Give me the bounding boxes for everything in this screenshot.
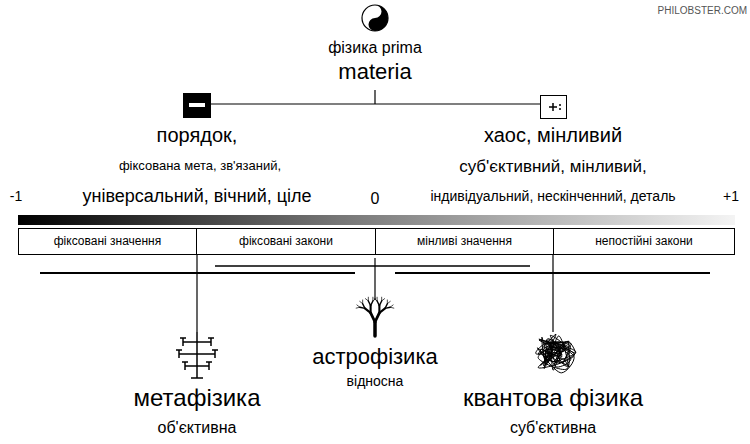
gradient-bar — [18, 215, 735, 225]
pole-text: індивідуальний, нескінченний, деталь — [430, 189, 675, 204]
leader-line — [552, 254, 553, 332]
cell-text: мінливі значення — [417, 235, 512, 248]
field-name: метафізика — [134, 385, 261, 411]
pole-text: фіксована мета, зв'язаний, — [119, 159, 281, 173]
scale-number: -1 — [10, 189, 22, 204]
yin-yang-symbol — [362, 5, 388, 31]
field-name: астрофізика — [312, 345, 438, 369]
scribble-icon — [536, 334, 576, 373]
cross-tree-icon — [176, 332, 218, 378]
band-cell: фіксовані закони — [196, 228, 376, 255]
pole-text: універсальний, вічний, ціле — [82, 187, 311, 207]
cell-text: фіксовані закони — [239, 235, 333, 248]
base-line — [215, 265, 530, 267]
pole-text: суб'єктивний, мінливий, — [459, 158, 647, 177]
band-cell: мінливі значення — [375, 228, 554, 255]
field-subtitle: суб'єктивна — [510, 419, 596, 437]
title-line: фізика prima — [328, 39, 422, 57]
stem-line — [374, 90, 375, 104]
leader-line — [196, 254, 197, 332]
watermark: PHILOBSTER.COM — [658, 5, 747, 16]
field-name: квантова фізика — [463, 385, 643, 411]
tree-icon — [356, 297, 394, 336]
cell-text: фіксовані значення — [54, 235, 162, 248]
scale-number: +1 — [723, 189, 739, 204]
field-subtitle: об'єктивна — [158, 419, 237, 437]
leader-line — [374, 258, 375, 300]
title-line: materia — [338, 60, 411, 84]
plus-symbol — [541, 96, 567, 119]
field-subtitle: відносна — [347, 374, 404, 389]
pole-heading: порядок, — [157, 124, 238, 146]
scale-number: 0 — [371, 190, 380, 208]
band-cell: фіксовані значення — [18, 228, 197, 255]
cell-text: непостійні закони — [595, 235, 693, 248]
pole-heading: хаос, мінливий — [484, 124, 622, 146]
branch-line — [211, 103, 540, 104]
band-cell: непостійні закони — [553, 228, 735, 255]
minus-symbol — [183, 93, 211, 118]
